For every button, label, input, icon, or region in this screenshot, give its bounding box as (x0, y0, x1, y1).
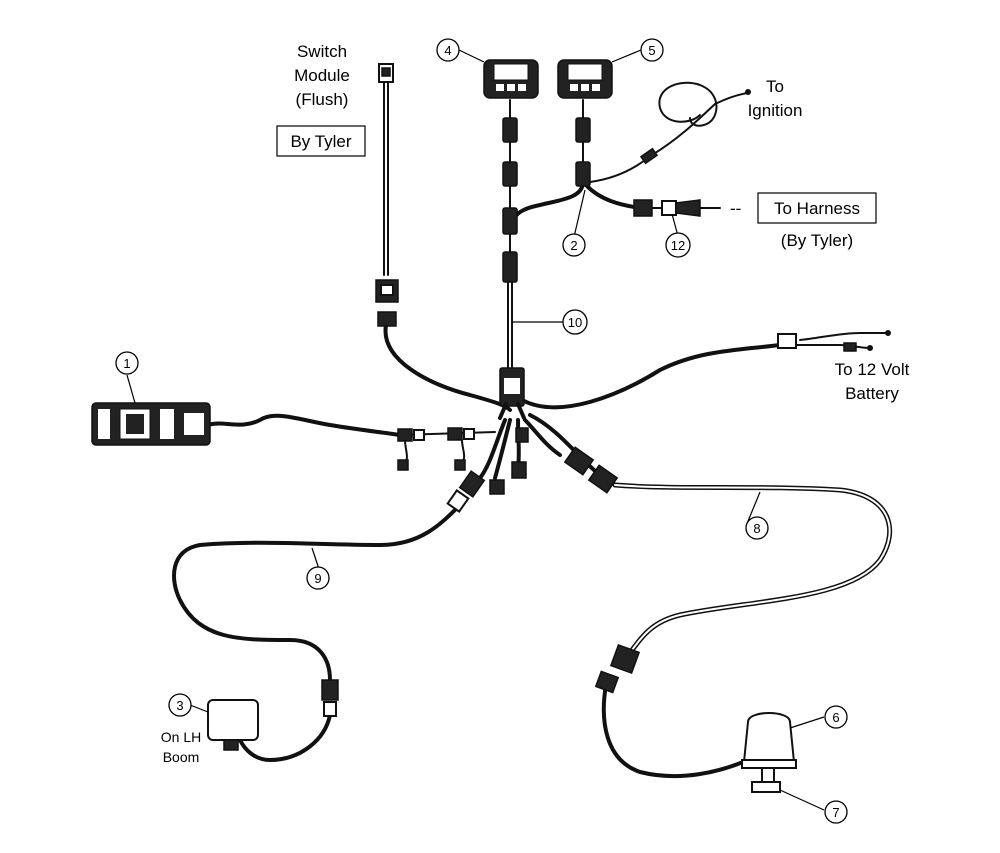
callout-4: 4 (436, 38, 460, 62)
callout-6: 6 (824, 705, 848, 729)
svg-text:Switch: Switch (297, 42, 347, 61)
switch-module-plug (378, 63, 394, 83)
svg-text:(Flush): (Flush) (296, 90, 349, 109)
switch-module-connector (375, 279, 399, 327)
svg-text:(By Tyler): (By Tyler) (781, 231, 853, 250)
svg-text:--: -- (730, 199, 741, 218)
hub-branch-cables (493, 413, 602, 480)
switch-module-label: Switch Module (Flush) (294, 42, 350, 109)
component-1 (91, 402, 211, 446)
svg-text:By Tyler: By Tyler (290, 132, 351, 151)
trunk-connectors (502, 117, 591, 283)
display-4 (483, 59, 539, 99)
component-3 (207, 699, 259, 751)
callout-12: 12 (665, 232, 691, 258)
callout-7: 7 (824, 800, 848, 824)
component-7-mount (751, 767, 781, 793)
to-harness-label: -- To Harness (By Tyler) (730, 192, 877, 250)
battery-fuse-holder (777, 330, 891, 352)
leader-lines (126, 49, 825, 811)
svg-text:Module: Module (294, 66, 350, 85)
svg-text:To: To (766, 77, 784, 96)
branch-connectors (446, 427, 619, 513)
svg-text:5: 5 (648, 43, 655, 58)
svg-text:To 12 Volt: To 12 Volt (835, 360, 910, 379)
display-trunk-cable (507, 99, 513, 371)
to-ignition-label: To Ignition (748, 77, 803, 120)
cable-9-connectors (321, 679, 339, 717)
svg-text:8: 8 (753, 521, 760, 536)
svg-text:10: 10 (568, 315, 582, 330)
callout-5: 5 (640, 38, 664, 62)
svg-text:Ignition: Ignition (748, 101, 803, 120)
svg-text:1: 1 (123, 356, 130, 371)
cable-8-connectors (594, 643, 641, 694)
svg-text:3: 3 (176, 698, 183, 713)
harness-plug-12 (633, 199, 701, 217)
svg-text:7: 7 (832, 805, 839, 820)
harness-hub (498, 367, 526, 420)
by-tyler-box: By Tyler (276, 125, 366, 157)
callout-3: 3 (168, 693, 192, 717)
callout-8: 8 (745, 516, 769, 540)
callout-10: 10 (562, 309, 588, 335)
cable-9 (172, 418, 507, 762)
svg-text:To Harness: To Harness (774, 199, 860, 218)
battery-cable (520, 332, 886, 410)
svg-text:Battery: Battery (845, 384, 899, 403)
svg-text:2: 2 (570, 238, 577, 253)
svg-text:On LH: On LH (161, 729, 201, 745)
cable-1-connectors (397, 427, 475, 471)
callout-9: 9 (306, 566, 330, 590)
lh-boom-label: On LH Boom (161, 729, 201, 765)
svg-text:Boom: Boom (163, 749, 200, 765)
svg-text:6: 6 (832, 710, 839, 725)
display-5 (557, 59, 613, 99)
ignition-lead (651, 81, 749, 156)
to-battery-label: To 12 Volt Battery (835, 360, 910, 403)
component-6-beacon (741, 712, 797, 769)
callout-2: 2 (562, 233, 586, 257)
svg-text:12: 12 (671, 238, 685, 253)
callout-1: 1 (115, 351, 139, 375)
switch-module-cable (383, 79, 512, 412)
ignition-fuse (639, 89, 751, 165)
svg-text:4: 4 (444, 43, 451, 58)
cable-8 (601, 482, 893, 779)
svg-text:9: 9 (314, 571, 321, 586)
